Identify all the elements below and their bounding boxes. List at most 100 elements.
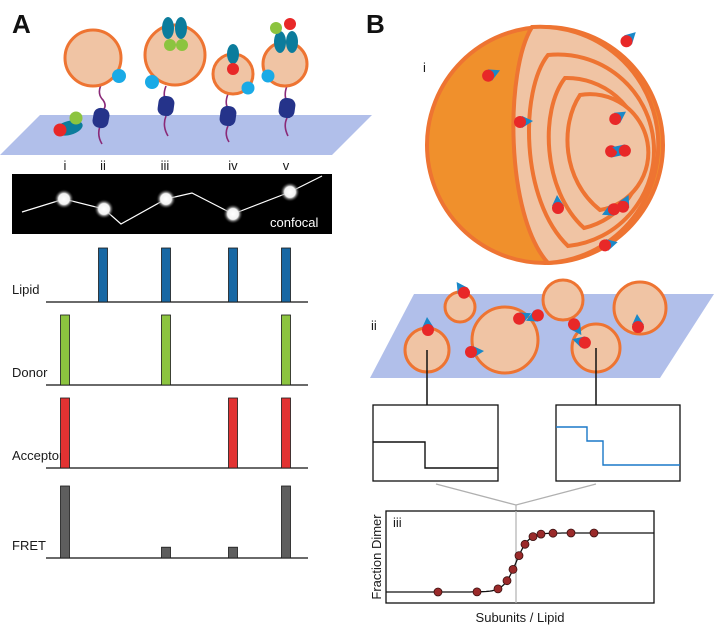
trace-bar-lipid-ii	[98, 247, 108, 303]
bilayer-surface	[0, 115, 372, 155]
trace-bar-donor-iii	[161, 314, 171, 386]
labeled-protein	[482, 69, 500, 82]
data-point	[433, 587, 443, 597]
data-point	[493, 584, 503, 594]
donor-dye	[164, 39, 176, 51]
guv-cutaway: i	[423, 24, 665, 266]
trace-bar-lipid-iii	[161, 247, 171, 303]
acceptor-dye	[617, 200, 629, 213]
acceptor-dye	[513, 312, 526, 325]
guv-proteins	[482, 32, 636, 252]
species-label-v: v	[283, 158, 290, 173]
acceptor-dye	[53, 123, 67, 137]
trace-bar-donor-v	[281, 314, 291, 386]
donor-dye	[69, 111, 83, 125]
labeled-protein	[456, 281, 470, 299]
trace-label-acceptor: Acceptor	[12, 448, 64, 463]
trace-label-lipid: Lipid	[12, 282, 39, 297]
single-step-trace	[373, 441, 498, 469]
labeled-protein	[612, 144, 631, 157]
lipid-dye	[145, 75, 159, 89]
trace-bar-lipid-iv	[228, 247, 238, 303]
trace-bar-fret-iv	[228, 546, 238, 559]
data-point	[528, 532, 538, 541]
acceptor-dye	[568, 318, 580, 331]
species-label-iv: iv	[228, 158, 238, 173]
data-point	[520, 539, 530, 549]
two-step-trace	[556, 426, 680, 466]
acceptor-dye	[632, 321, 644, 333]
diffraction-spot	[280, 182, 300, 202]
fraction-dimer-plot: iii Subunits / Lipid Fraction Dimer	[369, 510, 655, 625]
acceptor-dye	[458, 286, 470, 299]
panel-b-surface: ii	[370, 278, 714, 378]
labeled-protein	[422, 317, 434, 336]
panel-b-label-ii: ii	[371, 318, 377, 333]
panel-a-letter: A	[12, 9, 31, 39]
anchor-protein	[278, 97, 296, 119]
acceptor-dye	[609, 113, 622, 125]
data-point	[508, 565, 518, 574]
labeled-protein	[609, 111, 627, 125]
species-label-i: i	[64, 158, 67, 173]
species-iii	[143, 17, 207, 137]
diffraction-spot	[94, 199, 114, 219]
protein-subunit	[227, 44, 239, 64]
step-trace-boxes	[372, 404, 681, 482]
confocal-image: confocal	[12, 174, 332, 234]
labeled-protein	[552, 195, 564, 214]
species-label-iii: iii	[161, 158, 170, 173]
surface-vesicle-proteins	[422, 281, 644, 358]
acceptor-dye	[422, 324, 434, 336]
species-v	[261, 18, 309, 137]
acceptor-dye	[284, 18, 296, 30]
labeled-protein	[599, 239, 618, 252]
data-point	[472, 587, 482, 597]
trace-bar-lipid-v	[281, 247, 291, 303]
donor-dye	[176, 39, 188, 51]
data-point	[514, 551, 524, 560]
acceptor-dye	[465, 346, 477, 358]
step-trace-box-left	[372, 404, 499, 482]
diffraction-spot	[156, 189, 176, 209]
vesicle	[63, 28, 123, 88]
acceptor-dye	[482, 69, 495, 82]
data-point	[536, 529, 546, 539]
labeled-protein	[632, 314, 644, 333]
anchor-protein	[157, 95, 175, 117]
lipid-dye	[241, 81, 255, 95]
trace-bar-fret-iii	[161, 546, 171, 559]
vesicle	[541, 278, 585, 322]
data-point	[589, 528, 599, 538]
data-point	[566, 528, 576, 538]
species-labels: i ii iii iv v	[64, 158, 290, 173]
y-axis-label: Fraction Dimer	[369, 514, 384, 600]
lipid-dye	[112, 69, 126, 83]
acceptor-dye	[552, 202, 564, 214]
confocal-label: confocal	[270, 215, 319, 230]
protein-subunit	[286, 31, 298, 53]
anchor-protein	[219, 105, 237, 127]
protein-subunit	[175, 17, 187, 39]
acceptor-dye	[514, 116, 526, 128]
step-trace-box-right	[555, 404, 681, 482]
anchor-protein	[92, 107, 110, 129]
diffraction-spot	[223, 204, 243, 224]
species-iv	[211, 44, 255, 143]
acceptor-dye	[578, 336, 591, 349]
x-axis-label: Subunits / Lipid	[476, 610, 565, 625]
labeled-protein	[514, 116, 533, 128]
labeled-protein	[572, 336, 591, 349]
trace-label-donor: Donor	[12, 365, 48, 380]
panel-b-letter: B	[366, 9, 385, 39]
vesicle	[612, 280, 668, 336]
trace-bar-acceptor-i	[60, 397, 70, 469]
labeled-protein	[617, 194, 630, 213]
data-points	[433, 528, 599, 597]
trace-bar-acceptor-v	[281, 397, 291, 469]
protein-subunit	[274, 31, 286, 53]
diffraction-spot	[54, 189, 74, 209]
species-ii	[63, 28, 126, 145]
panel-b-label-i: i	[423, 60, 426, 75]
